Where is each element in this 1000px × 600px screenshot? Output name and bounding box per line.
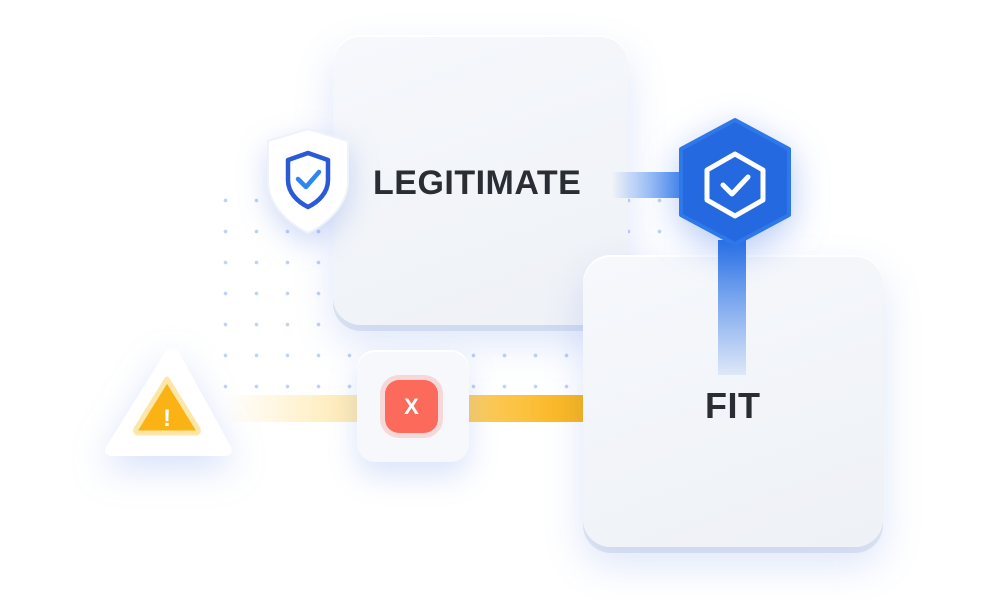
legitimate-card xyxy=(333,35,628,325)
hexagon-check-icon xyxy=(673,116,797,248)
reject-tile: X xyxy=(357,350,469,462)
fit-connector-line xyxy=(718,240,746,375)
reject-mark: X xyxy=(404,393,419,419)
legitimate-label: LEGITIMATE xyxy=(373,164,582,202)
shield-check-icon xyxy=(262,125,354,237)
fit-label: FIT xyxy=(705,385,761,426)
warning-triangle-icon: ! xyxy=(100,343,235,461)
legitimate-connector-line xyxy=(612,172,692,198)
x-icon: X xyxy=(385,380,438,433)
warning-mark: ! xyxy=(163,405,171,432)
